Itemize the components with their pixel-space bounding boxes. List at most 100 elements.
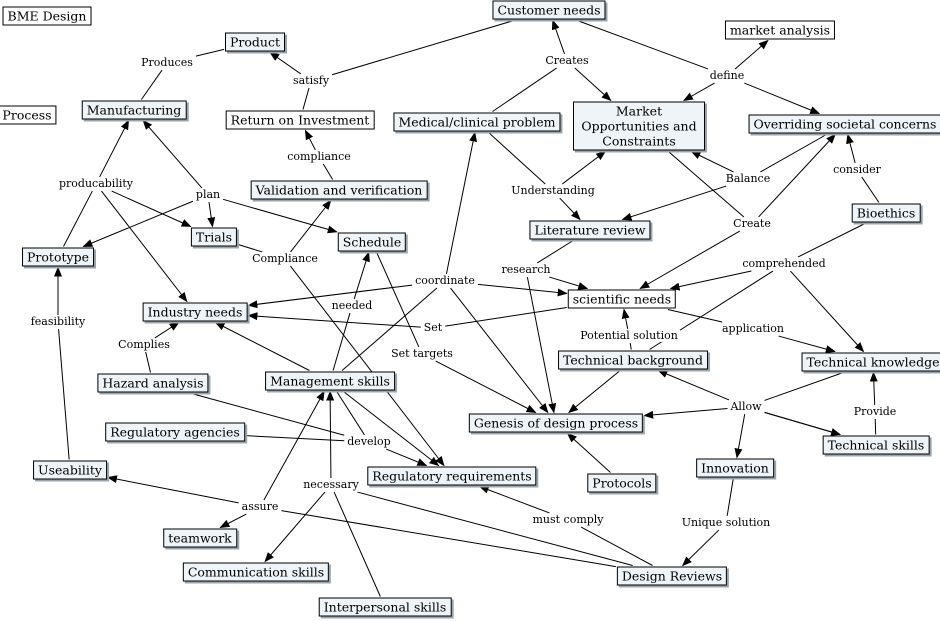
concept-hazard-analysis: Hazard analysis (97, 373, 209, 393)
connector-research-genesis (526, 276, 557, 414)
connector-coordinate-scientific (477, 283, 568, 297)
connector-define-market_opp (683, 82, 715, 101)
connector-comprehended-tech_know (790, 270, 865, 353)
connector-allow-tech_skills (764, 411, 842, 436)
connector-set-industry (247, 312, 421, 328)
link-compliance-trials: Compliance (250, 251, 320, 266)
connector-useability-feasibility (58, 329, 70, 460)
connector-innovation-unique (726, 478, 734, 517)
connector-mgmt-industry (214, 322, 310, 371)
connector-define-market_analysis (734, 39, 769, 70)
connector-potential-scientific (621, 308, 630, 330)
connector-allow-genesis (643, 408, 728, 419)
connector-compliance2-reg_req (290, 265, 445, 467)
connector-compliance2-vv (290, 199, 332, 253)
link-balance: Balance (723, 171, 773, 186)
concept-communication-skills: Communication skills (182, 562, 330, 582)
link-define: define (707, 68, 747, 83)
concept-regulatory-agencies: Regulatory agencies (105, 422, 245, 442)
connector-provide-tech_know (869, 371, 878, 405)
link-compliance: compliance (285, 149, 353, 164)
connector-tech_bg-genesis (568, 370, 621, 414)
concept-prototype: Prototype (22, 247, 94, 267)
connector-balance-market_opp (690, 151, 734, 173)
link-complies: Complies (116, 337, 172, 352)
connector-scientific-application (667, 309, 723, 323)
connector-vv-compliance1 (322, 163, 334, 180)
connector-mgmt-coordinate (341, 287, 438, 371)
connector-creates-medical (492, 67, 557, 112)
concept-management-skills: Management skills (265, 371, 395, 391)
connector-unique-design_reviews (681, 529, 720, 567)
concept-trials: Trials (190, 227, 238, 247)
concept-genesis-of-design-process: Genesis of design process (468, 413, 644, 433)
connector-hazard-complies (145, 351, 151, 373)
concept-useability: Useability (33, 460, 107, 480)
connector-allow-innovation (734, 413, 746, 459)
connector-develop-reg_req (386, 448, 428, 466)
connector-coordinate-industry (247, 284, 413, 309)
connector-tech_bg-potential (629, 342, 632, 350)
connector-coordinate-genesis (450, 287, 549, 414)
connector-understanding-lit (559, 197, 581, 221)
link-research: research (499, 262, 553, 277)
connector-producability-industry (101, 190, 188, 303)
concept-interpersonal-skills: Interpersonal skills (318, 597, 452, 617)
link-necessary: necessary (301, 477, 361, 492)
connector-producability-trials (111, 190, 192, 227)
connector-producability-manufacturing (99, 119, 130, 178)
concept-market-opportunities: Market Opportunities and Constraints (573, 101, 705, 151)
concept-technical-background: Technical background (558, 350, 708, 370)
link-potential-solution: Potential solution (578, 328, 680, 343)
connector-necessary-mgmt (326, 390, 335, 478)
connector-design_reviews-must_comply (580, 526, 653, 566)
connector-interpersonal-necessary (333, 491, 381, 597)
connector-plan-prototype (82, 200, 194, 247)
concept-return-on-investment: Return on Investment (225, 110, 375, 130)
connector-satisfy-product (269, 51, 302, 75)
connector-lit-research (537, 240, 574, 264)
connector-application-tech_know (778, 335, 836, 353)
concept-regulatory-requirements: Regulatory requirements (367, 466, 537, 486)
connector-creates-customer (551, 19, 565, 55)
connector-comprehended-scientific (669, 270, 752, 291)
connector-produces-product (195, 48, 225, 57)
link-develop: develop (345, 434, 393, 449)
connector-schedule-set_targets (376, 252, 420, 348)
concept-medical-clinical-problem: Medical/clinical problem (393, 112, 561, 132)
connector-market_opp-create2 (668, 151, 745, 218)
connector-complies-industry (154, 321, 180, 339)
connector-coordinate-medical (445, 131, 478, 275)
connector-create2-societal (758, 133, 836, 218)
connector-medical-understanding (488, 132, 546, 185)
connector-set_targets-genesis (435, 360, 537, 413)
connector-manufacturing-produces (140, 69, 163, 100)
connector-plan-trials (207, 201, 216, 228)
link-feasibility: feasibility (28, 314, 88, 329)
connector-hazard-develop (191, 393, 345, 436)
connector-mgmt-develop (336, 391, 365, 436)
link-coordinate: coordinate (413, 273, 477, 288)
concept-market-analysis: market analysis (724, 20, 836, 40)
connector-assure-mgmt (263, 390, 325, 501)
link-set: Set (421, 320, 445, 335)
concept-validation-and-verification: Validation and verification (250, 180, 428, 200)
concept-literature-review: Literature review (529, 220, 651, 240)
connector-allow-tech_bg (657, 370, 730, 401)
connector-assure-teamwork (219, 513, 247, 528)
connector-trials-compliance2 (237, 243, 263, 253)
connector-protocols-genesis (566, 432, 611, 473)
link-produces: Produces (139, 55, 195, 70)
connector-prototype-producability (63, 190, 93, 247)
link-must-comply: must comply (530, 512, 606, 527)
connector-balance-lit (621, 185, 727, 221)
concept-scientific-needs: scientific needs (567, 289, 677, 309)
connector-scientific-set (445, 306, 567, 327)
link-provide: Provide (851, 404, 899, 419)
link-allow: Allow (728, 399, 764, 414)
link-understanding: Understanding (509, 183, 597, 198)
concept-customer-needs: Customer needs (492, 0, 606, 20)
connector-customer-satisfy (331, 20, 514, 76)
